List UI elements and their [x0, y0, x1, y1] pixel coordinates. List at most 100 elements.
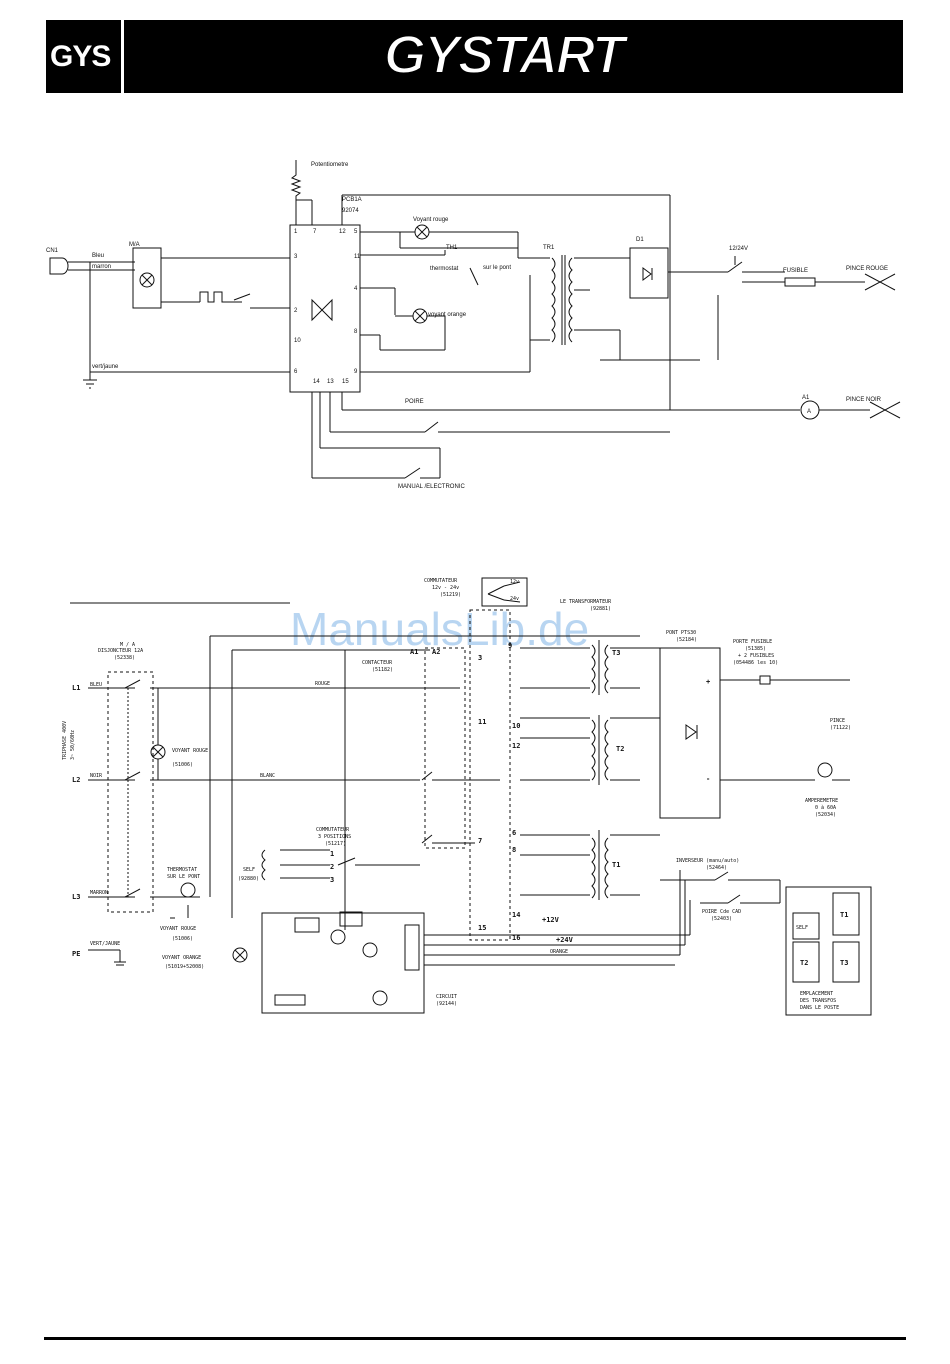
label-amperemetre: AMPEREMETRE [805, 798, 838, 804]
fusible-label: FUSIBLE [783, 268, 808, 274]
label-plus: + [706, 678, 710, 686]
label-triphase-hz: 3~ 50/60Hz [70, 730, 76, 760]
terminal-12: 12 [512, 742, 520, 750]
label-wire-noir: NOIR [90, 773, 103, 779]
label-wire-bleu: BLEU [90, 682, 102, 688]
label-pont: PONT PTS30 [666, 630, 696, 636]
terminal-16: 16 [512, 934, 520, 942]
label-triphase: TRIPHASE 400V [62, 721, 68, 760]
label-porte-fusible: PORTE FUSIBLE [733, 639, 772, 645]
sur-le-pont-label: sur le pont [483, 265, 511, 271]
label-wire-marron: MARRON [90, 890, 108, 896]
terminal-3: 3 [478, 654, 482, 662]
label-emplacement3: DANS LE POSTE [800, 1005, 839, 1011]
pcb-pin-7: 7 [313, 229, 317, 235]
label-vert-jaune: VERT/JAUNE [90, 941, 120, 947]
label-wire-blanc: BLANC [260, 773, 275, 779]
marron-label: marron [92, 264, 111, 270]
label-v24: 24v [510, 596, 519, 602]
manual-electronic-label: MANUAL /ELECTRONIC [398, 484, 465, 490]
label-p12v: +12V [542, 916, 560, 924]
v1224-label: 12/24V [729, 246, 748, 252]
terminal-8: 8 [512, 846, 516, 854]
label-emplacement2: DES TRANSFOS [800, 998, 836, 1004]
a1-label: A1 [802, 395, 810, 401]
label-voyant-rouge-ref: (51006) [172, 762, 193, 768]
label-poire-ref: (52403) [711, 916, 732, 922]
label-fusibles: + 2 FUSIBLES [738, 653, 774, 659]
pcb-pin-9: 9 [354, 369, 358, 375]
terminal-9: 9 [508, 642, 512, 650]
pcb-ref-label: PCB1A [342, 197, 362, 203]
label-p24v: +24V [556, 936, 574, 944]
pcb-pin-6: 6 [294, 369, 298, 375]
pcb-pin-8: 8 [354, 329, 358, 335]
watermark: ManualsLib.de [290, 603, 589, 655]
label-circuit: CIRCUIT [436, 994, 457, 1000]
label-emplacement1: EMPLACEMENT [800, 991, 833, 997]
label-sur-le-pont: SUR LE PONT [167, 874, 200, 880]
label-poire: POIRE Cde CAD [702, 909, 741, 915]
voyant-orange-label: voyant orange [428, 312, 467, 318]
label-voyant-rouge: VOYANT ROUGE [172, 748, 208, 754]
label-v12: 12v [510, 579, 519, 585]
label-self: SELF [243, 867, 255, 873]
label-wire-orange: ORANGE [550, 949, 568, 955]
pcb-pin-14: 14 [313, 379, 320, 385]
label-pf-ref: (51385) [745, 646, 766, 652]
label-thermostat: THERMOSTAT [167, 867, 197, 873]
bleu-label: Bleu [92, 253, 104, 259]
label-commutateur3: COMMUTATEUR [316, 827, 350, 833]
label-pont-ref: (52184) [676, 637, 697, 643]
pcb-pin-5: 5 [354, 229, 358, 235]
pince-noir-label: PINCE NOIR [846, 397, 882, 403]
label-amp-range: 0 à 60A [815, 804, 836, 811]
terminal-10: 10 [512, 722, 520, 730]
gys-logo: GYS [46, 20, 124, 93]
label-commutateur-top: COMMUTATEUR [424, 578, 458, 584]
terminal-11: 11 [478, 718, 486, 726]
pcb-pin-1: 1 [294, 229, 298, 235]
terminal-3: 3 [330, 876, 334, 884]
label-a2: A2 [432, 648, 440, 656]
ma-label: M/A [129, 242, 140, 248]
label-pe: PE [72, 950, 80, 958]
poire-label: POIRE [405, 399, 424, 405]
label-commutateur-top-ref: (51219) [440, 592, 461, 598]
voyant-rouge-label: Voyant rouge [413, 217, 449, 223]
tr1-label: TR1 [543, 245, 555, 251]
pcb-pin-12: 12 [339, 229, 346, 235]
label-commutateur-top-v: 12v - 24v [432, 585, 459, 591]
product-title: GYSTART [383, 24, 626, 86]
terminal-7: 7 [478, 837, 482, 845]
pcb-num-label: 92074 [342, 208, 359, 214]
label-a1: A1 [410, 648, 418, 656]
label-box-self: SELF [796, 925, 808, 931]
label-box-t3: T3 [840, 959, 848, 967]
d1-label: D1 [636, 237, 644, 243]
label-transfo-ref: (92881) [590, 606, 611, 612]
label-t1: T1 [612, 861, 620, 869]
label-ma: M / A [120, 642, 135, 648]
label-disjoncteur: DISJONCTEUR 12A [98, 648, 143, 654]
label-voyant-orange-ref: (51019+52008) [165, 964, 204, 970]
terminal-14: 14 [512, 911, 520, 919]
label-circuit-ref: (92144) [436, 1001, 457, 1007]
label-inverseur: INVERSEUR (manu/auto) [676, 858, 739, 864]
cn1-label: CN1 [46, 248, 59, 254]
label-pince: PINCE [830, 718, 845, 724]
thermostat-label: thermostat [430, 266, 459, 272]
label-le-transformateur: LE TRANSFORMATEUR [560, 599, 612, 605]
pince-rouge-label: PINCE ROUGE [846, 266, 888, 272]
ammeter-a-label: A [807, 409, 811, 415]
label-comm3-ref: (51217) [325, 841, 346, 847]
terminal-1: 1 [330, 850, 334, 858]
label-positions3: 3 POSITIONS [318, 834, 351, 840]
terminal-15: 15 [478, 924, 486, 932]
label-wire-rouge: ROUGE [315, 681, 330, 687]
terminal-2: 2 [330, 863, 334, 871]
pcb-pin-10: 10 [294, 338, 301, 344]
pcb-pin-2: 2 [294, 308, 298, 314]
